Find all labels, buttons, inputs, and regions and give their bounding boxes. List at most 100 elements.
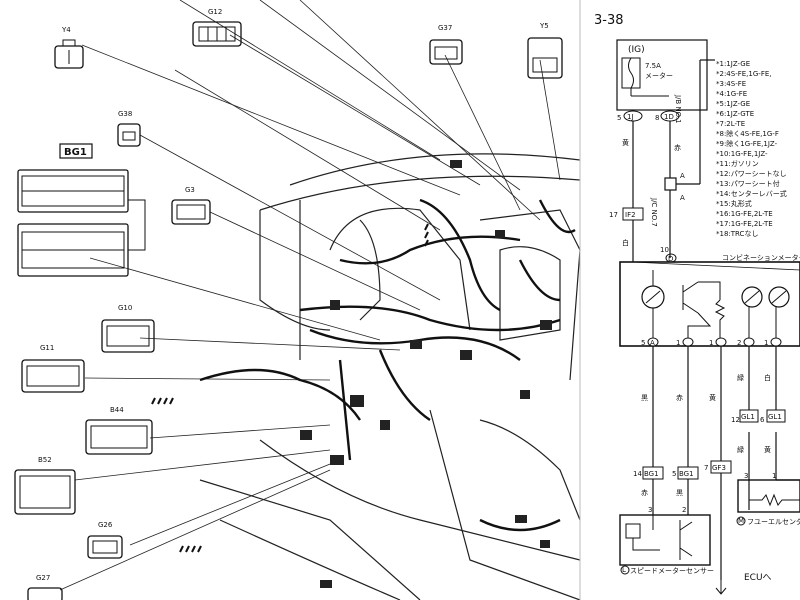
connector-y4-label: Y4 (61, 26, 71, 34)
wire-label: 黒 (641, 394, 648, 402)
note-item: *5:1JZ-GE (716, 100, 750, 108)
pin-1-fuel: 1 (772, 472, 776, 480)
junction-block-box (616, 39, 708, 111)
harness-bundle (199, 198, 576, 532)
connector-g27[interactable]: G27 (27, 574, 63, 600)
pin-gf3: GF3 (712, 464, 726, 472)
harness-connectors (300, 160, 552, 588)
pin-bg1a: BG1 (644, 470, 659, 478)
connector-b44[interactable]: B44 (85, 406, 153, 455)
note-item: *15:丸形式 (716, 199, 752, 208)
pin-3b: 3 (744, 472, 748, 480)
ecu-label: ECUへ (744, 573, 772, 583)
note-item: *1:1JZ-GE (716, 60, 750, 68)
page-number: 3-38 (594, 13, 624, 28)
note-item: *13:パワーシート付 (716, 179, 780, 188)
wire-label: 緑 (737, 373, 744, 382)
pin-if2: IF2 (625, 211, 636, 219)
sensor-mark: L (622, 566, 626, 574)
note-item: *3:4S-FE (716, 80, 746, 88)
connector-g27-label: G27 (36, 574, 50, 582)
wire-label: 赤 (674, 144, 681, 152)
connector-y5-label: Y5 (539, 22, 549, 30)
wire-label: 緑 (737, 445, 744, 454)
connector-bg1-label: BG1 (64, 147, 87, 158)
connector-y4[interactable]: Y4 (54, 26, 84, 69)
pin-6: 6 (760, 416, 765, 424)
legend-notes: *1:1JZ-GE *2:4S-FE,1G-FE, *3:4S-FE *4:1G… (716, 60, 787, 238)
note-item: *2:4S-FE,1G-FE, (716, 70, 772, 78)
pin-10d: D (668, 255, 673, 263)
note-item: *9:除く1G-FE,1JZ- (716, 139, 778, 148)
connector-g10-label: G10 (118, 304, 132, 312)
pin-gl1b: GL1 (768, 413, 782, 421)
connector-g11[interactable]: G11 (21, 344, 85, 393)
pin-10: 10 (660, 246, 669, 254)
wire-label: 白 (622, 238, 629, 247)
pin-12: 12 (731, 416, 740, 424)
wire-label: 赤 (641, 489, 648, 497)
temp-gauge-icon (768, 286, 790, 308)
pin-5: 5 (617, 114, 621, 122)
pin-2a: 2 (682, 506, 686, 514)
connector-bg1[interactable]: BG1 (17, 143, 146, 277)
pin-5b: 5 (672, 470, 676, 478)
fuel-mark: M (738, 517, 744, 525)
note-item: *11:ガソリン (716, 159, 759, 168)
connector-g3-label: G3 (185, 186, 195, 194)
note-item: *7:2L-TE (716, 120, 745, 128)
note-item: *6:1JZ-GTE (716, 110, 754, 118)
connector-y5[interactable]: Y5 (527, 22, 563, 79)
note-item: *4:1G-FE (716, 90, 747, 98)
resistor-icon (714, 299, 726, 338)
connector-g12[interactable]: G12 (192, 8, 242, 47)
wire-color-labels: 黄 赤 白 黒 赤 黄 緑 白 赤 黒 緑 黄 (622, 138, 771, 497)
note-item: *14:センターレバー式 (716, 189, 787, 198)
jb-label: J/B NO.1 (674, 94, 682, 124)
pin-1d: 1D (664, 113, 674, 121)
connector-g26[interactable]: G26 (87, 521, 123, 559)
combination-meter-label: コンビネーションメーター (722, 253, 800, 262)
wire-label: 黄 (709, 393, 716, 402)
connector-g10[interactable]: G10 (101, 304, 155, 353)
pin-1b: 1 (676, 339, 680, 347)
fuse-rating: 7.5A (645, 62, 661, 70)
pin-1j: 1J (627, 113, 634, 121)
pin-gl1a: GL1 (741, 413, 755, 421)
fuel-sender-box (737, 479, 800, 513)
connector-b44-label: B44 (110, 406, 124, 414)
connector-g26-label: G26 (98, 521, 113, 529)
ecu-arrow-icon (715, 580, 727, 595)
connector-g37-label: G37 (438, 24, 452, 32)
connector-g11-label: G11 (40, 344, 54, 352)
connector-g38-label: G38 (118, 110, 132, 118)
leader-lines (59, 0, 561, 591)
connector-g3[interactable]: G3 (171, 186, 211, 225)
wire-label: 白 (764, 373, 771, 382)
fuse-symbol (628, 57, 634, 89)
pin-bg1b: BG1 (679, 470, 694, 478)
fuse-name: メーター (645, 71, 673, 80)
sensor-transistor-icon (652, 515, 693, 560)
jc-node (664, 177, 677, 191)
note-item: *16:1G-FE,2L-TE (716, 210, 773, 218)
connector-g12-label: G12 (208, 8, 222, 16)
connector-b52[interactable]: B52 (14, 456, 76, 515)
speed-sensor-label: スピードメーターセンサー (630, 566, 714, 575)
transistor-icon (682, 281, 699, 314)
dashboard-outline (199, 153, 581, 600)
note-item: *18:TRCなし (716, 230, 758, 238)
fuel-sender-resistor-icon (748, 490, 800, 507)
note-item: *8:除く4S-FE,1G-F (716, 129, 779, 138)
pin-17: 17 (609, 211, 618, 219)
jc-label: J/C NO.7 (650, 197, 658, 227)
wire-label: 黒 (676, 489, 683, 497)
note-item: *12:パワーシートなし (716, 170, 787, 178)
connector-g38[interactable]: G38 (117, 110, 141, 147)
schematic-wires (632, 59, 800, 580)
pin-2c: 2 (737, 339, 741, 347)
connector-g37[interactable]: G37 (429, 24, 463, 65)
fuel-sender-label: フユーエルセンダゲージ (747, 517, 800, 526)
pin-a-bottom: A (680, 194, 685, 202)
